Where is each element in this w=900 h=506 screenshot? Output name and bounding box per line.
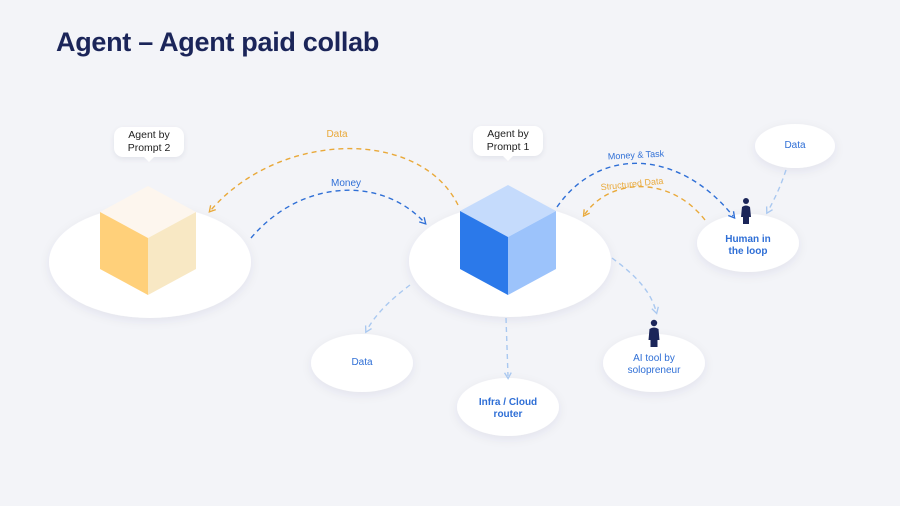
data-arrow-top: [208, 147, 459, 213]
agent1-cube-icon: [460, 185, 556, 295]
human-loop-label: Human in the loop: [725, 234, 771, 257]
data-bottom-node[interactable]: [311, 334, 413, 392]
agent2-label: Agent by Prompt 2: [127, 129, 171, 154]
data-right-arrow: [765, 169, 787, 215]
infra-label: Infra / Cloud router: [478, 397, 538, 420]
infra-arrow: [503, 317, 512, 380]
human-person-icon: [741, 198, 751, 224]
data-bottom-arrow: [364, 284, 411, 334]
data-flow-label: Data: [326, 129, 348, 140]
agent2-label-bubble: Agent by Prompt 2: [114, 127, 184, 162]
agent2-cube-icon: [100, 186, 196, 295]
money-task-arrow: [556, 162, 736, 220]
solopreneur-person-icon: [648, 319, 660, 347]
ai-tool-label: AI tool by solopreneur: [627, 353, 681, 376]
data-right-node[interactable]: [755, 124, 835, 168]
money-arrow: [250, 189, 427, 239]
page-title: Agent – Agent paid collab: [56, 27, 380, 57]
agent1-label: Agent by Prompt 1: [486, 128, 530, 153]
data-bottom-label: Data: [351, 357, 373, 368]
agent1-label-bubble: Agent by Prompt 1: [473, 126, 543, 161]
money-flow-label: Money: [330, 178, 361, 189]
ai-tool-node[interactable]: [603, 334, 705, 392]
ai-tool-arrow: [611, 257, 659, 315]
infra-node[interactable]: [457, 378, 559, 436]
data-right-label: Data: [784, 140, 806, 151]
human-loop-node[interactable]: [697, 214, 799, 272]
structured-data-arrow: [582, 186, 706, 221]
